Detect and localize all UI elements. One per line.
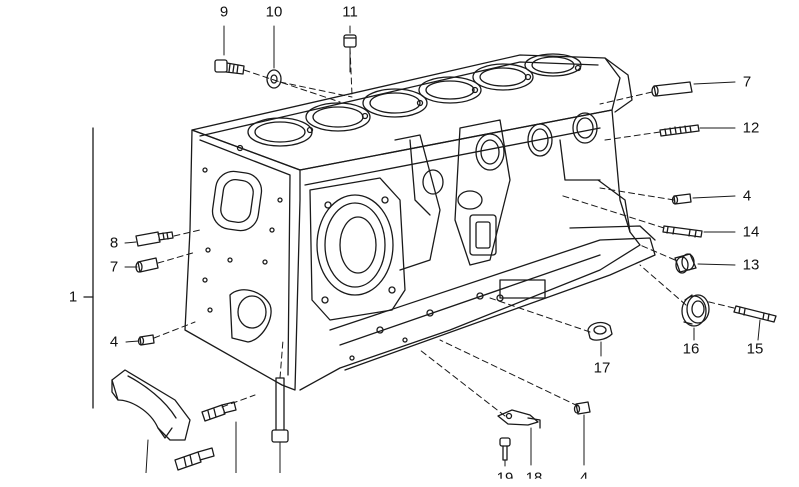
part-bolt-9 bbox=[214, 59, 245, 75]
part-washer-10 bbox=[266, 69, 282, 89]
cylinder-bores bbox=[247, 53, 582, 147]
part-sleeve-13 bbox=[674, 253, 697, 274]
engine-block-drawing bbox=[83, 34, 777, 471]
part-seal-16 bbox=[681, 294, 710, 327]
callout-16: 16 bbox=[682, 340, 700, 358]
callout-9: 9 bbox=[219, 3, 229, 21]
part-cap-bolt-lower bbox=[174, 447, 215, 471]
callout-12: 12 bbox=[742, 119, 760, 137]
callout-14: 14 bbox=[742, 223, 760, 241]
exploded-parts-diagram: 9 10 11 7 12 4 14 13 8 7 1 4 16 15 17 19… bbox=[68, 3, 777, 479]
part-sleeve-11 bbox=[343, 34, 357, 48]
part-bracket-18 bbox=[497, 409, 541, 429]
part-bolt-8 bbox=[135, 231, 174, 247]
callout-1: 1 bbox=[68, 288, 78, 306]
callout-15: 15 bbox=[746, 340, 764, 358]
part-bearing-cap bbox=[111, 369, 191, 441]
callout-10: 10 bbox=[265, 3, 283, 21]
callout-13: 13 bbox=[742, 256, 760, 274]
part-cap-bolt-upper bbox=[201, 401, 237, 422]
engine-block bbox=[184, 53, 656, 391]
part-stud-14 bbox=[662, 225, 703, 238]
callout-4-right: 4 bbox=[742, 187, 752, 205]
callout-7-right: 7 bbox=[742, 73, 752, 91]
part-plug-17 bbox=[587, 321, 613, 341]
callout-7-left: 7 bbox=[109, 258, 119, 276]
part-stud-12 bbox=[659, 124, 700, 137]
part-stud-15 bbox=[733, 305, 777, 323]
callout-17: 17 bbox=[593, 359, 611, 377]
part-dowel-7-right bbox=[651, 81, 693, 97]
callout-11: 11 bbox=[342, 3, 358, 21]
callout-4-left: 4 bbox=[109, 333, 119, 351]
callout-8: 8 bbox=[109, 234, 119, 252]
leader-lines bbox=[124, 25, 761, 473]
crank-flange bbox=[309, 177, 406, 321]
